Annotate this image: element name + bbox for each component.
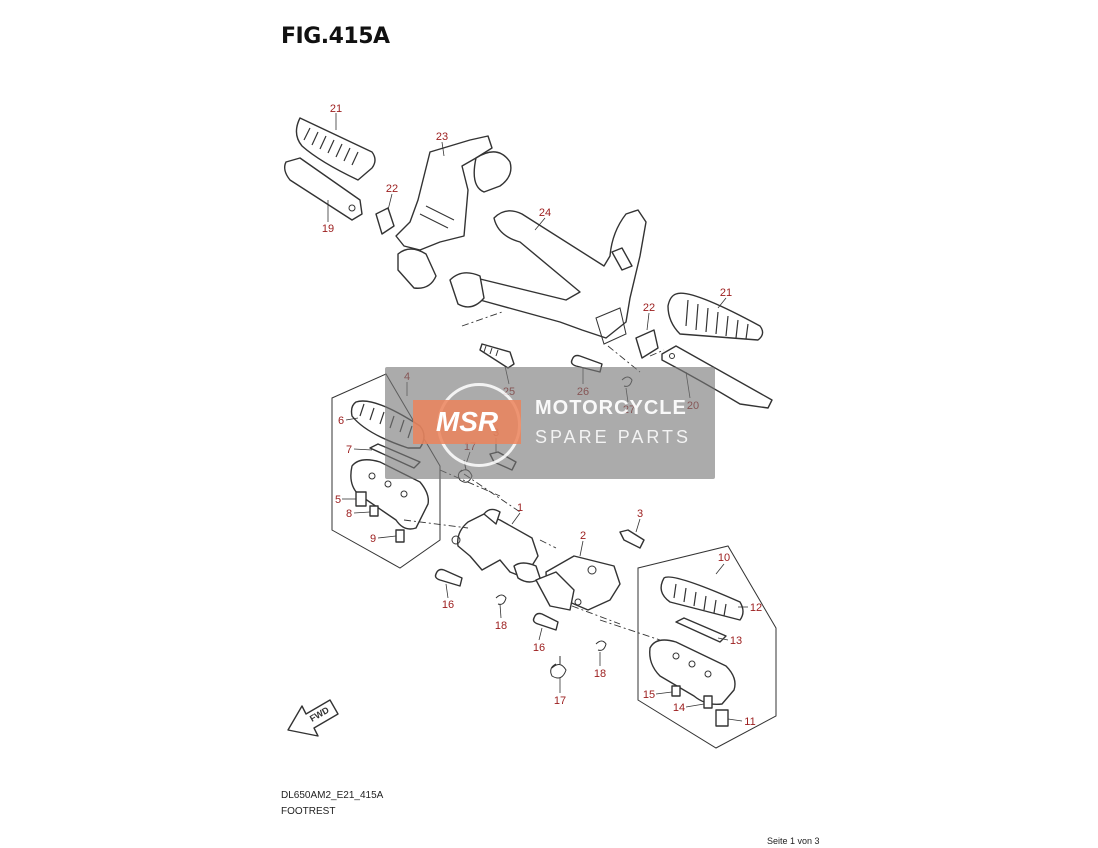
- footrest-rubber-12: [660, 576, 744, 621]
- footrest-bracket-24: [449, 209, 647, 345]
- callout-18-left: 18: [495, 620, 507, 632]
- footrest-bracket-1: [451, 508, 541, 583]
- plate-13: [675, 617, 727, 643]
- callout-22-left: 22: [386, 183, 398, 195]
- nut-11: [715, 709, 729, 727]
- callout-15: 15: [643, 689, 655, 701]
- footrest-assembly-10-frame: [637, 545, 777, 749]
- callout-1: 1: [517, 502, 523, 514]
- spacer-22-right: [635, 329, 659, 359]
- footrest-rubber-upper-left: [295, 117, 376, 181]
- footrest-bracket-19: [283, 157, 363, 221]
- screw-15: [671, 685, 681, 697]
- screw-14: [703, 695, 713, 709]
- watermark: MSR MOTORCYCLE SPARE PARTS: [385, 367, 715, 479]
- footrest-bracket-2: [535, 555, 621, 611]
- callout-23: 23: [436, 131, 448, 143]
- callout-2: 2: [580, 530, 586, 542]
- callout-18-right: 18: [594, 668, 606, 680]
- callout-9: 9: [370, 533, 376, 545]
- callout-13: 13: [730, 635, 742, 647]
- callout-12: 12: [750, 602, 762, 614]
- callout-17-right: 17: [554, 695, 566, 707]
- callout-6: 6: [338, 415, 344, 427]
- page-indicator: Seite 1 von 3: [767, 836, 820, 846]
- callout-7: 7: [346, 444, 352, 456]
- callout-8: 8: [346, 508, 352, 520]
- bolt-3-right: [619, 529, 645, 549]
- pin-16-left: [434, 568, 463, 587]
- forward-direction-arrow: FWD: [287, 699, 339, 737]
- screw-8: [369, 505, 379, 517]
- bolt-25: [479, 343, 515, 369]
- watermark-line-1: MOTORCYCLE: [535, 397, 687, 419]
- footrest-base-right: [649, 639, 736, 706]
- spacer-22-left: [375, 207, 395, 235]
- screw-9: [395, 529, 405, 543]
- figure-title: FIG.415A: [281, 24, 390, 49]
- callout-19: 19: [322, 223, 334, 235]
- callout-10: 10: [718, 552, 730, 564]
- callout-21-upper-right: 21: [720, 287, 732, 299]
- callout-14: 14: [673, 702, 685, 714]
- screw-5: [355, 491, 367, 507]
- callout-3-right: 3: [637, 508, 643, 520]
- callout-11: 11: [744, 716, 755, 728]
- footrest-rubber-upper-right: [667, 292, 764, 341]
- clip-18-left: [495, 594, 507, 605]
- callout-16-left: 16: [442, 599, 454, 611]
- pin-16-right: [532, 612, 559, 631]
- callout-22-right: 22: [643, 302, 655, 314]
- callout-5: 5: [335, 494, 341, 506]
- watermark-logo: MSR: [413, 400, 521, 444]
- section-name: FOOTREST: [281, 806, 336, 817]
- clip-18-right: [595, 640, 607, 651]
- callout-21-upper-left: 21: [330, 103, 342, 115]
- callout-16-right: 16: [533, 642, 545, 654]
- callout-24: 24: [539, 207, 551, 219]
- spring-17-right: [550, 656, 567, 679]
- watermark-line-2: SPARE PARTS: [535, 427, 692, 447]
- footrest-bracket-23: [395, 135, 512, 289]
- model-code: DL650AM2_E21_415A: [281, 790, 384, 801]
